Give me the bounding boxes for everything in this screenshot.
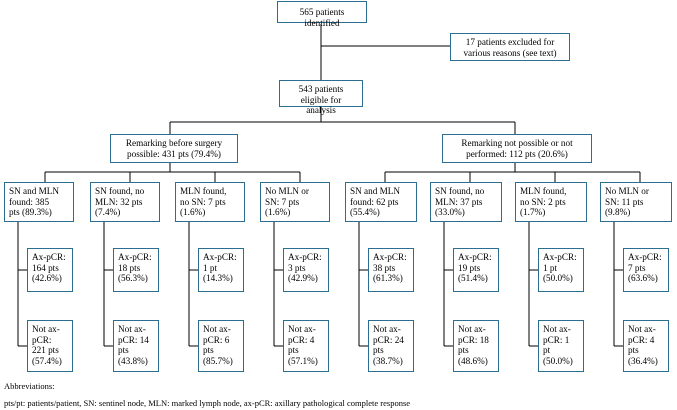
- not-ax-pcr-box: Not ax- pCR: 18 pts (48.6%): [453, 320, 499, 372]
- ax-pcr-box: Ax-pCR: 164 pts (42.6%): [27, 248, 73, 292]
- ax-pcr-box: Ax-pCR: 38 pts (61.3%): [368, 248, 414, 292]
- subgroup-box: SN found, no MLN: 37 pts (33.0%): [430, 182, 502, 222]
- not-ax-pcr-box: Not ax- pCR: 14 pts (43.8%): [113, 320, 159, 372]
- subgroup-box: MLN found, no SN: 2 pts (1.7%): [515, 182, 587, 222]
- group-remarking-not-possible-box: Remarking not possible or not performed:…: [442, 134, 592, 163]
- subgroup-box: SN and MLN found: 62 pts (55.4%): [345, 182, 417, 222]
- abbreviations-heading: Abbreviations:: [4, 381, 55, 391]
- ax-pcr-box: Ax-pCR: 1 pt (14.3%): [198, 248, 244, 292]
- excluded-box: 17 patients excluded for various reasons…: [450, 33, 570, 61]
- subgroup-box: No MLN or SN: 11 pts (9.8%): [600, 182, 672, 222]
- not-ax-pcr-box: Not ax- pCR: 4 pts (36.4%): [623, 320, 669, 372]
- subgroup-box: MLN found, no SN: 7 pts (1.6%): [175, 182, 245, 222]
- ax-pcr-box: Ax-pCR: 18 pts (56.3%): [113, 248, 159, 292]
- ax-pcr-box: Ax-pCR: 19 pts (51.4%): [453, 248, 499, 292]
- ax-pcr-box: Ax-pCR: 3 pts (42.9%): [283, 248, 329, 292]
- subgroup-box: No MLN or SN: 7 pts (1.6%): [260, 182, 330, 222]
- not-ax-pcr-box: Not ax- pCR: 6 pts (85.7%): [198, 320, 244, 372]
- ax-pcr-box: Ax-pCR: 7 pts (63.6%): [623, 248, 669, 292]
- not-ax-pcr-box: Not ax- pCR: 24 pts (38.7%): [368, 320, 414, 372]
- subgroup-box: SN found, no MLN: 32 pts (7.4%): [90, 182, 160, 222]
- not-ax-pcr-box: Not ax- pCR: 221 pts (57.4%): [27, 320, 73, 372]
- ax-pcr-box: Ax-pCR: 1 pt (50.0%): [538, 248, 584, 292]
- eligible-box: 543 patients eligible for analysis: [279, 80, 363, 115]
- not-ax-pcr-box: Not ax- pCR: 1 pt (50.0%): [538, 320, 584, 372]
- group-remarking-possible-box: Remarking before surgery possible: 431 p…: [110, 134, 238, 163]
- subgroup-box: SN and MLN found: 385 pts (89.3%): [4, 182, 74, 222]
- identified-box: 565 patients identified: [277, 1, 367, 28]
- abbreviations-text: pts/pt: patients/patient, SN: sentinel n…: [4, 398, 411, 408]
- not-ax-pcr-box: Not ax- pCR: 4 pts (57.1%): [283, 320, 329, 372]
